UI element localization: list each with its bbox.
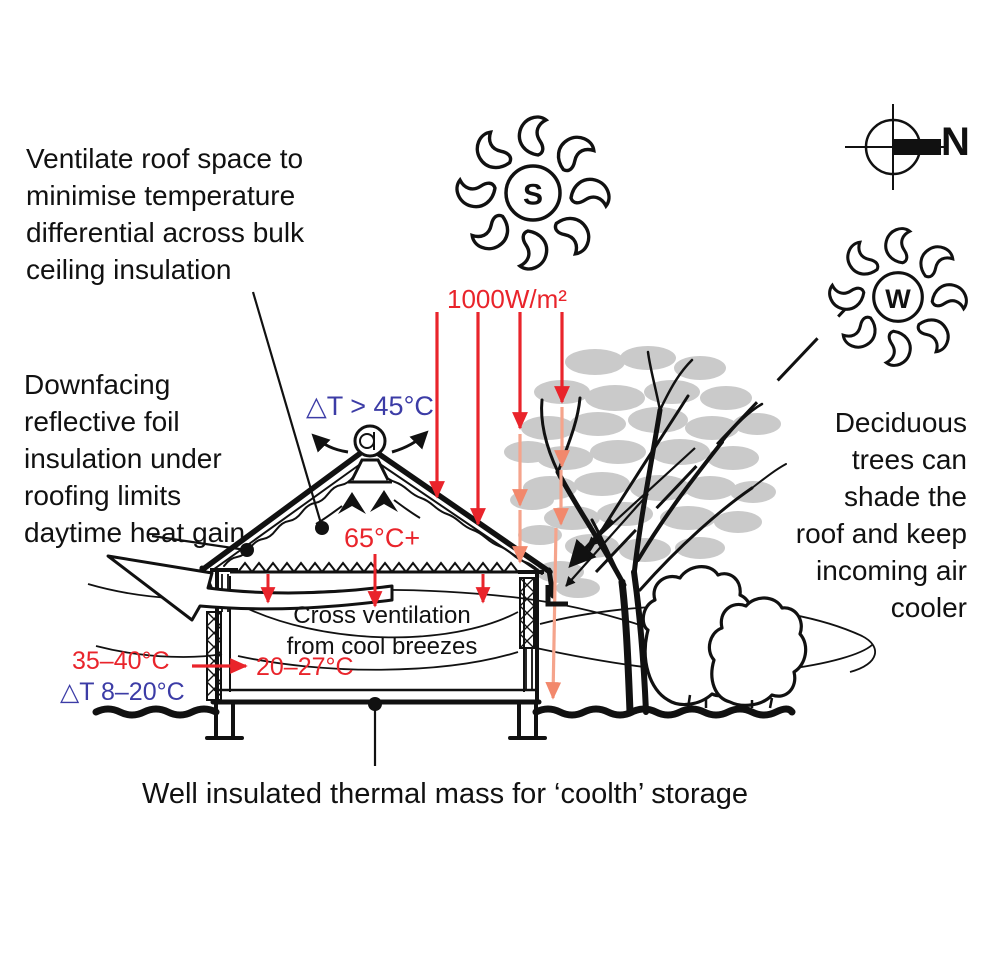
- leader-lines: [151, 291, 382, 766]
- ceiling-heat-arrows: [260, 554, 491, 608]
- tree-branches: [540, 350, 787, 716]
- ground: [92, 705, 796, 719]
- summer-sun-label: S: [523, 179, 543, 212]
- label-compass-north: N: [941, 120, 970, 164]
- label-deciduous-trees: Deciduous trees can shade the roof and k…: [795, 407, 967, 623]
- tree-foliage: [504, 346, 781, 598]
- leader-thermal-mass-dot: [368, 697, 382, 711]
- sun-summer-icon: S: [455, 115, 611, 271]
- vent-exhaust-arrows: [311, 430, 429, 454]
- label-outdoor-temp: 35–40°C: [72, 647, 170, 675]
- leader-foil-dot: [240, 543, 254, 557]
- label-roof-space-temp: 65°C+: [344, 523, 421, 553]
- label-wall-delta-t: △T 8–20°C: [60, 678, 185, 706]
- label-solar-irradiance: 1000W/m²: [447, 284, 567, 314]
- attenuated-radiation-arrows: [512, 407, 570, 700]
- label-thermal-mass: Well insulated thermal mass for ‘coolth’…: [141, 778, 749, 810]
- label-ventilate-roof-space: Ventilate roof space to minimise tempera…: [26, 143, 305, 285]
- ceiling-insulation: [230, 561, 524, 574]
- sun-west-icon: W: [828, 227, 968, 367]
- shrubs: [641, 565, 808, 709]
- leader-ventilate-dot: [315, 521, 329, 535]
- ridge-vent: [348, 424, 392, 484]
- label-cross-ventilation: Cross ventilation from cool breezes: [286, 602, 478, 660]
- solar-radiation-arrows: [429, 312, 570, 526]
- hot-air-chevrons: [315, 490, 421, 525]
- label-indoor-temp: 20–27°C: [256, 653, 354, 681]
- west-sun-label: W: [885, 284, 911, 314]
- leader-ventilate: [251, 291, 324, 528]
- north-compass-icon: [845, 104, 946, 190]
- exhaust-air-outline-arrow: [106, 554, 394, 622]
- west-sun-ray-dashed-line: [594, 300, 854, 574]
- label-roof-delta-t: △T > 45°C: [306, 391, 434, 421]
- label-downfacing-foil: Downfacing reflective foil insulation un…: [24, 369, 246, 548]
- leader-foil: [151, 534, 247, 552]
- incoming-air-arrows: [545, 447, 696, 607]
